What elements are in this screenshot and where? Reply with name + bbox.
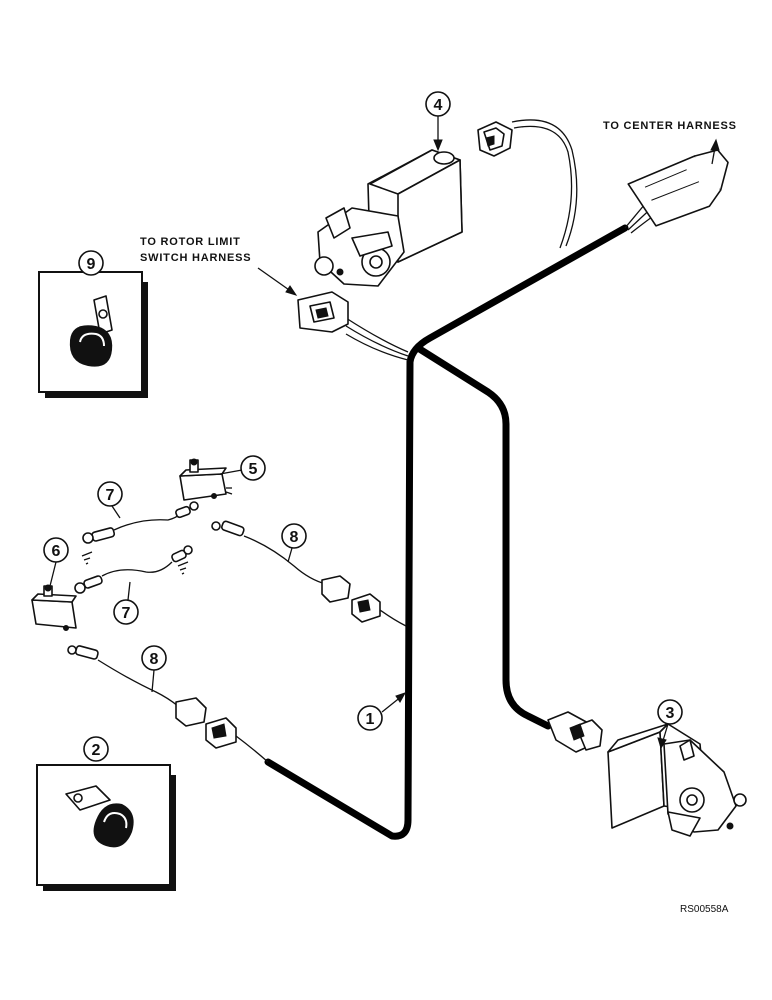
- jumper-wire-8-lower: [67, 645, 269, 763]
- label-to-rotor-limit-line2: SWITCH HARNESS: [140, 252, 251, 264]
- callout-9: 9: [78, 250, 104, 276]
- drawing-code: RS00558A: [680, 904, 729, 915]
- inset-box-part-9: [38, 271, 148, 398]
- callout-3: 3: [657, 699, 683, 750]
- callout-2: 2: [83, 736, 109, 762]
- callout-number: 7: [122, 605, 131, 622]
- callout-number: 9: [87, 256, 96, 273]
- callout-number: 5: [249, 461, 258, 478]
- jumper-wire-8-upper: [211, 520, 407, 627]
- junction-leads: [345, 317, 409, 361]
- callout-number: 7: [106, 487, 115, 504]
- actuator-part-3: [547, 711, 747, 837]
- main-harness: [264, 224, 629, 840]
- callout-number: 6: [52, 543, 61, 560]
- callout-number: 8: [290, 529, 299, 546]
- center-harness-connector: [624, 138, 729, 234]
- callout-6: 6: [43, 537, 69, 587]
- callout-5: 5: [219, 455, 266, 481]
- callout-number: 2: [92, 742, 101, 759]
- switch-part-5: [179, 458, 233, 501]
- callout-7-lower: 7: [113, 581, 139, 625]
- callout-number: 3: [666, 705, 675, 722]
- callout-number: 1: [366, 711, 375, 728]
- label-to-rotor-limit-line1: TO ROTOR LIMIT: [140, 236, 241, 248]
- switch-part-6: [31, 584, 77, 631]
- rotor-limit-connector: [257, 267, 349, 333]
- callout-number: 4: [434, 97, 443, 114]
- part4-lead: [477, 119, 578, 249]
- actuator-part-4: [314, 149, 463, 287]
- label-to-center-harness: TO CENTER HARNESS: [603, 120, 737, 132]
- inset-box-part-2: [36, 764, 176, 891]
- callout-7-upper: 7: [97, 481, 123, 519]
- callout-number: 8: [150, 651, 159, 668]
- callout-8-upper: 8: [281, 523, 307, 563]
- ground-wire-7-lower: [74, 545, 193, 594]
- ground-wire-7-upper: [81, 501, 199, 565]
- callout-1: 1: [357, 692, 407, 731]
- callout-8-lower: 8: [141, 645, 167, 693]
- callout-4: 4: [425, 91, 451, 152]
